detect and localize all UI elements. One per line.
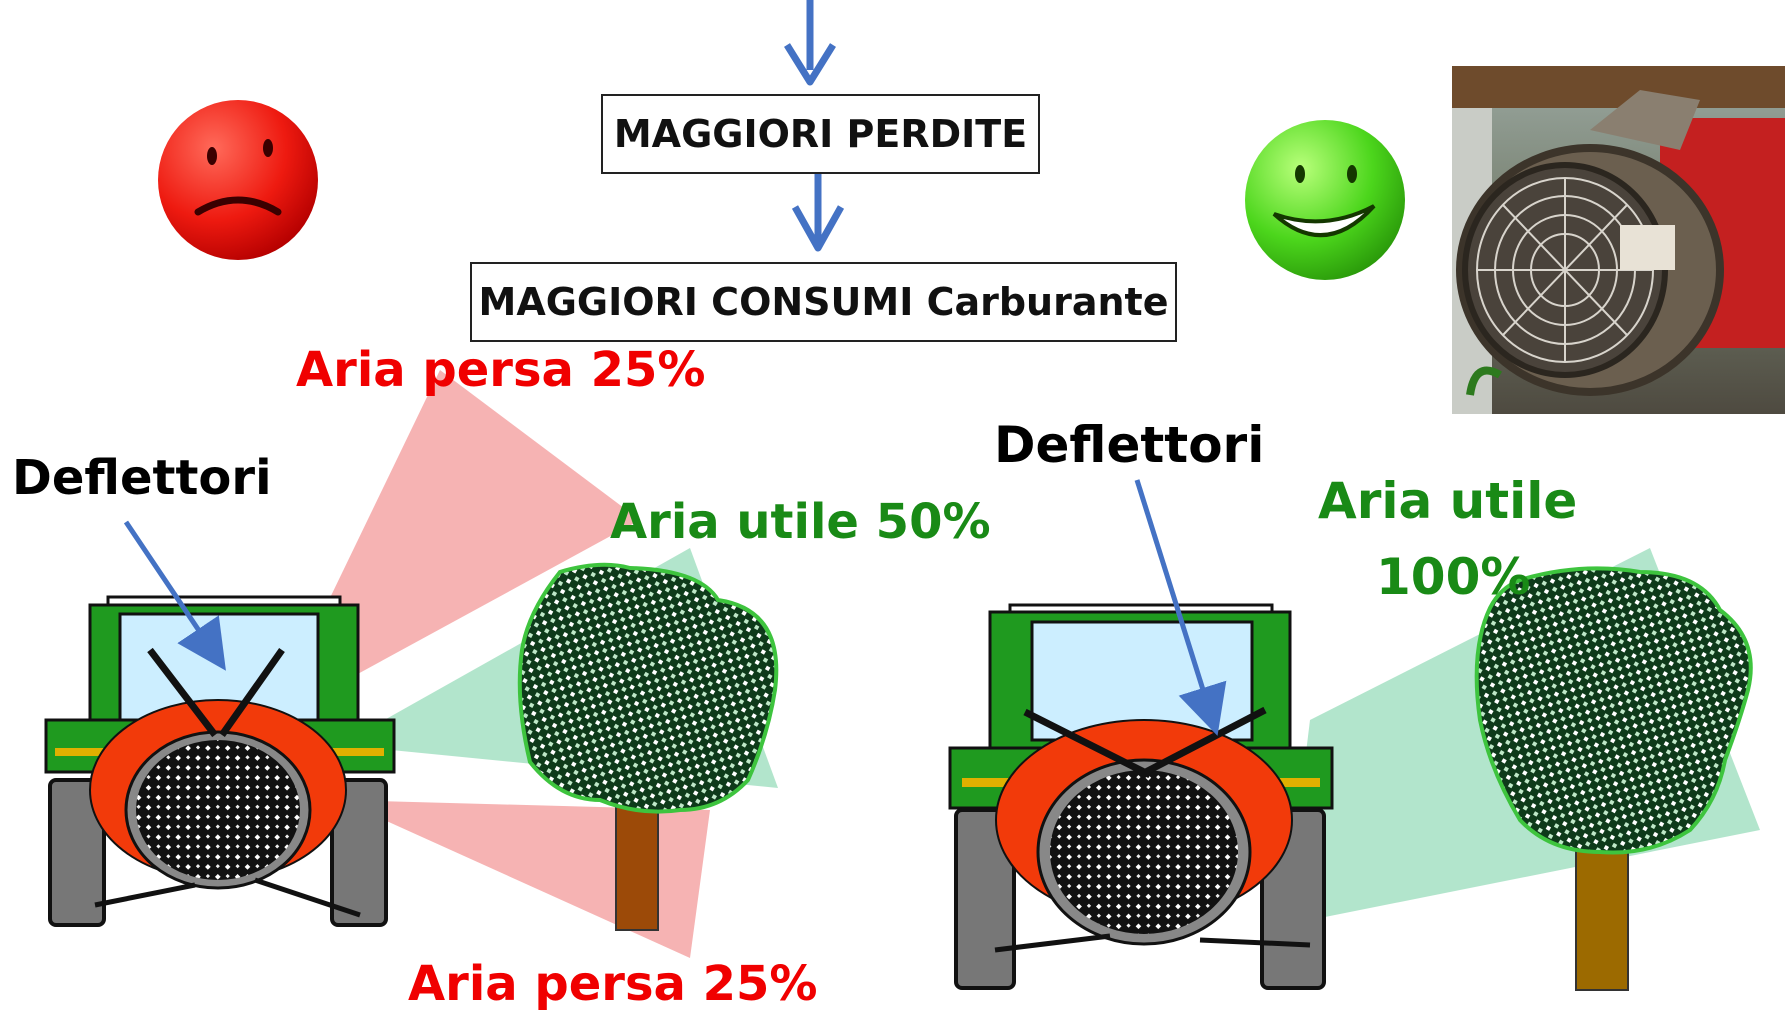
left-deflector-arrow: [123, 520, 226, 671]
left-tree: [517, 562, 779, 931]
flow-box-losses: MAGGIORI PERDITE: [601, 94, 1040, 174]
happy-face-icon: [1245, 120, 1405, 280]
label-air-useful-line2: 100%: [1376, 548, 1531, 606]
flow-arrow-middle: [791, 164, 845, 252]
label-air-lost-bottom: Aria persa 25%: [408, 956, 818, 1012]
flow-box-fuel-consumption: MAGGIORI CONSUMI Carburante: [470, 262, 1177, 342]
air-lost-top-cone: [300, 370, 640, 700]
label-air-useful-line1: Aria utile: [1318, 472, 1578, 530]
label-air-useful-50: Aria utile 50%: [610, 494, 991, 550]
right-deflector-arrow: [1134, 479, 1227, 736]
right-tree: [1474, 566, 1753, 991]
label-air-lost-top: Aria persa 25%: [296, 342, 706, 398]
flow-arrow-top: [784, 0, 836, 86]
sprayer-photo: [1452, 66, 1785, 414]
sad-face-icon: [158, 100, 318, 260]
label-deflectors-right: Deflettori: [994, 416, 1265, 474]
left-tractor: [44, 595, 396, 927]
label-deflectors-left: Deflettori: [12, 450, 272, 506]
right-tractor: [948, 603, 1334, 990]
